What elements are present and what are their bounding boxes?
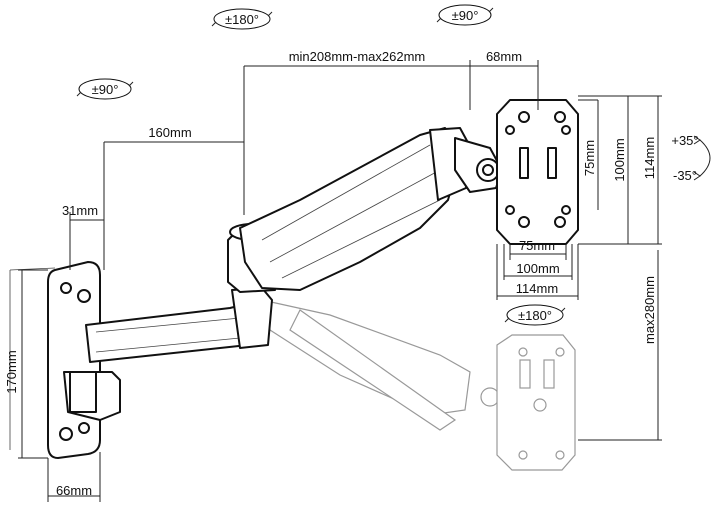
lower-arm (85, 287, 273, 363)
vesa-75-vertical-label: 75mm (582, 140, 597, 176)
ghost-arm (261, 299, 500, 431)
vesa-plate (496, 99, 579, 245)
head-depth-label: 68mm (486, 49, 522, 64)
rotation-badges (76, 4, 566, 326)
upper-arm (239, 127, 473, 291)
plate-height-label: 170mm (4, 350, 19, 393)
rotation-label-top-center: ±180° (225, 12, 259, 27)
tilt-up-label: +35° (671, 133, 698, 148)
arm-length-label: min208mm-max262mm (289, 49, 426, 64)
tilt-down-label: -35° (673, 168, 697, 183)
vesa-100-vertical-label: 100mm (612, 138, 627, 181)
offset-31-label: 31mm (62, 203, 98, 218)
rotation-label-top-right: ±90° (452, 8, 479, 23)
vesa-100-horizontal-label: 100mm (516, 261, 559, 276)
vesa-114-vertical-label: 114mm (642, 137, 657, 179)
wall-to-arm-label: 160mm (148, 125, 191, 140)
rotation-label-left: ±90° (92, 82, 119, 97)
rotation-label-bottom: ±180° (518, 308, 552, 323)
vesa-114-horizontal-label: 114mm (516, 281, 558, 296)
max-height-label: max280mm (642, 276, 657, 344)
vesa-75-horizontal-label: 75mm (519, 238, 555, 253)
tilt-head (454, 137, 503, 193)
wall-plate (9, 261, 121, 459)
ghost-vesa-plate (496, 334, 576, 471)
plate-width-label: 66mm (56, 483, 92, 498)
dimension-lines (18, 60, 711, 502)
